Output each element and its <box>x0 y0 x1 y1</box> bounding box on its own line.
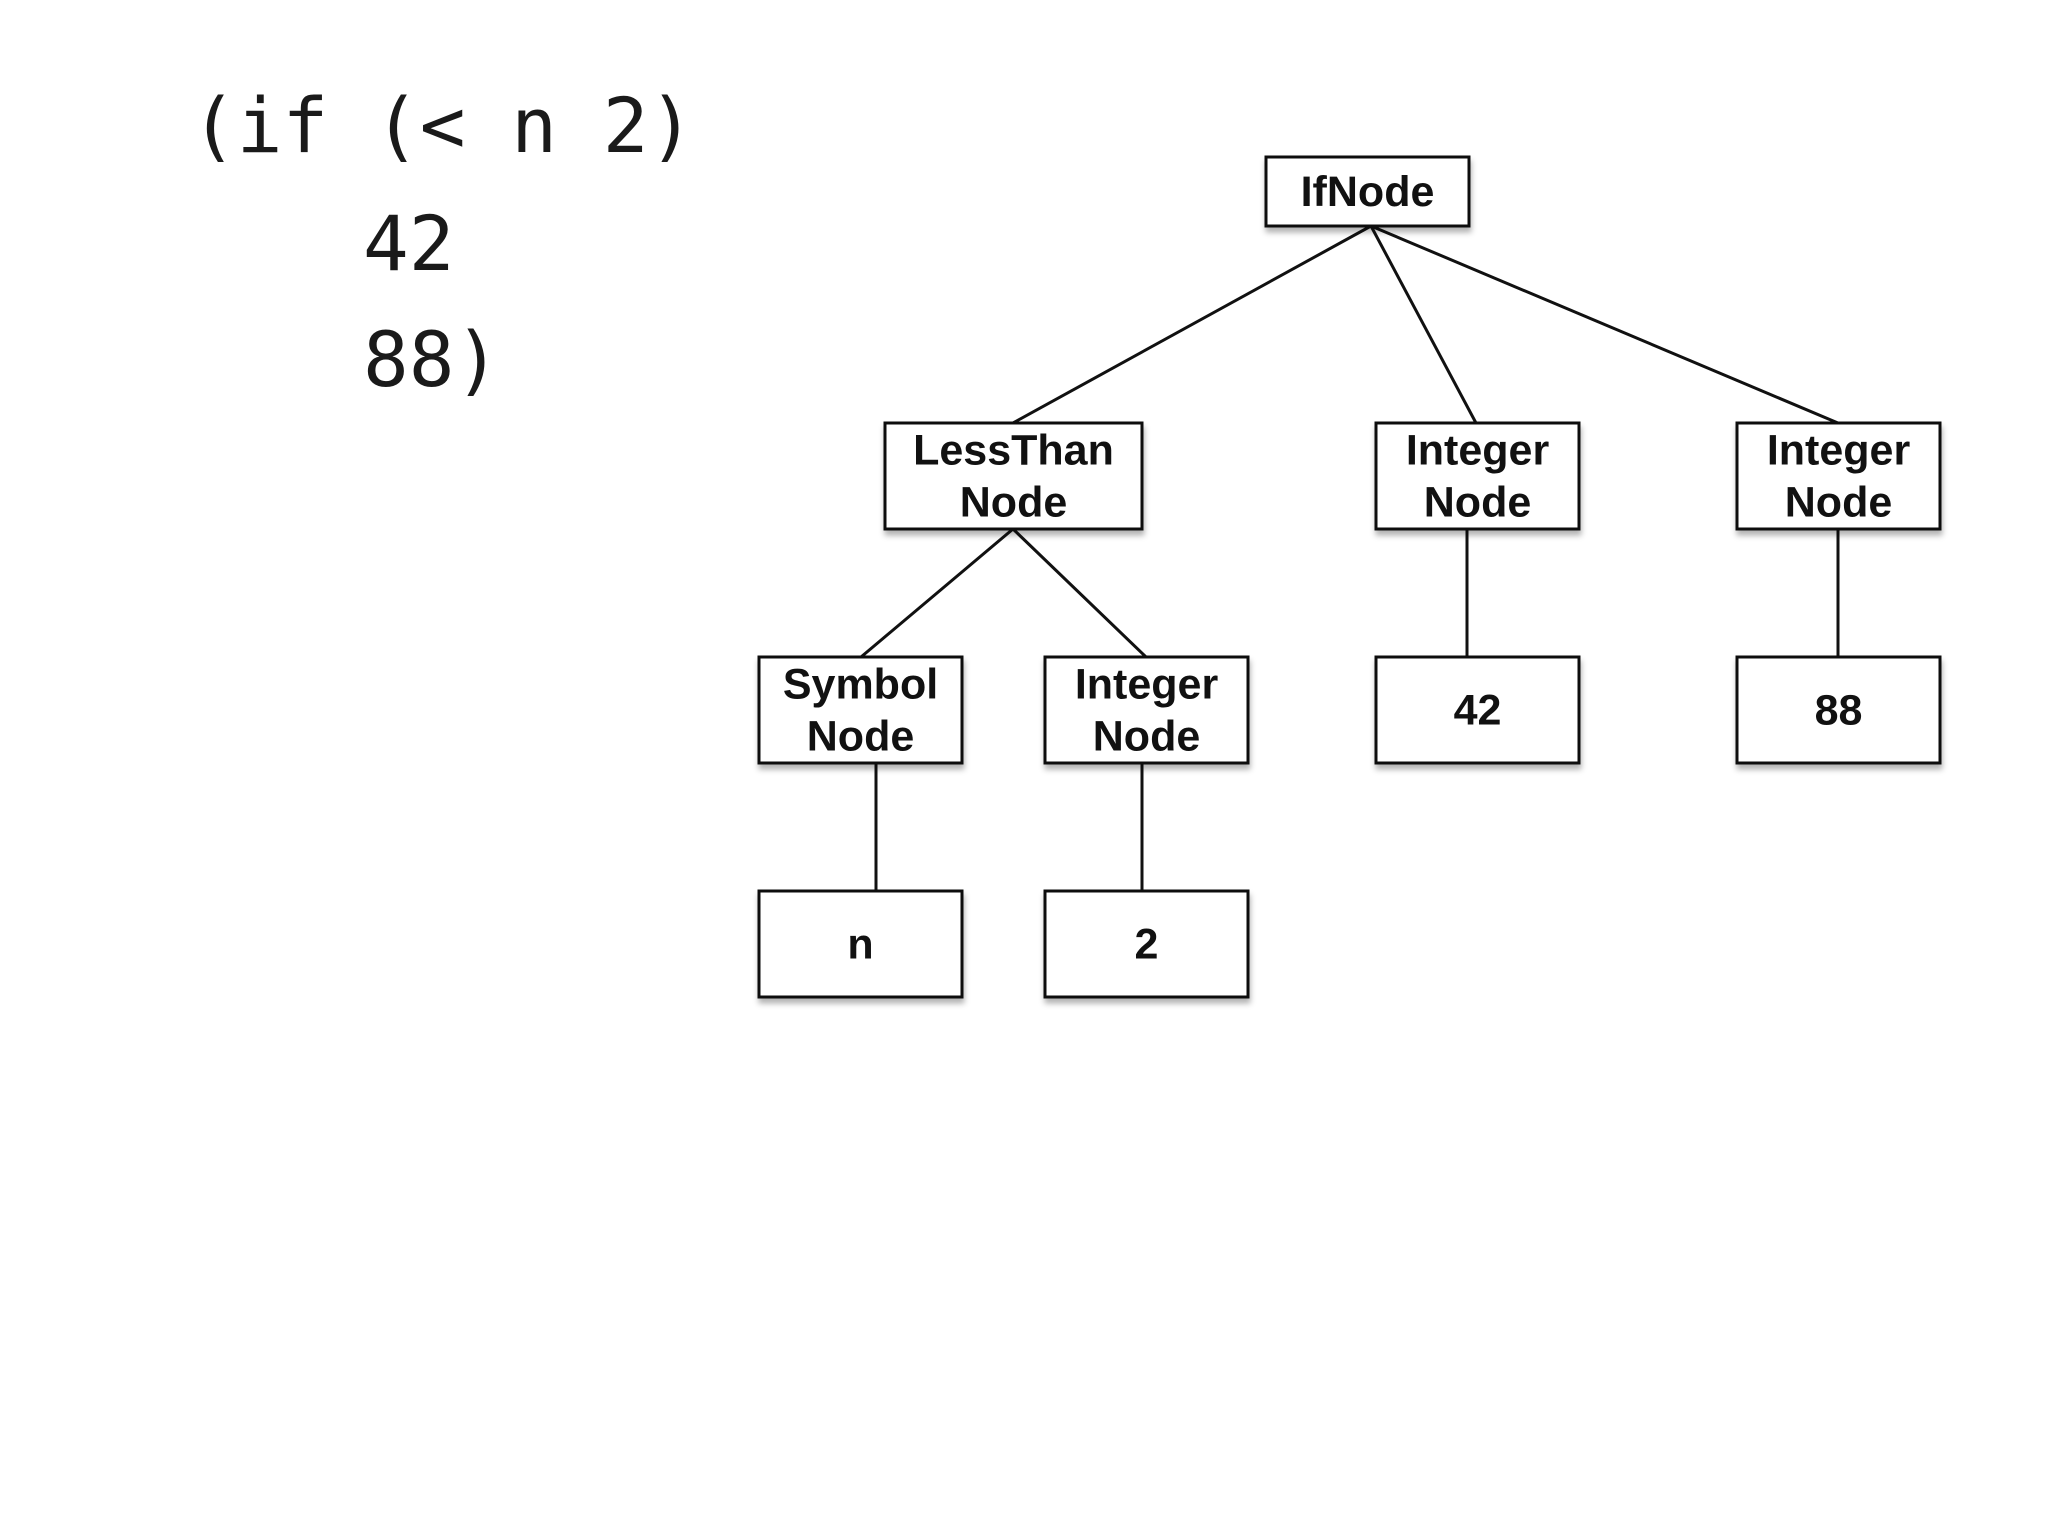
node-box <box>1043 889 1250 999</box>
node-label: 88 <box>1815 687 1863 735</box>
edge-lessthan_node-to-integer_node_2 <box>1011 527 1148 659</box>
node-label: n <box>847 921 873 969</box>
node-label: 2 <box>1135 921 1159 969</box>
node-value-88: 88 <box>1735 655 1942 765</box>
node-label: Integer <box>1767 427 1911 475</box>
node-box <box>1374 655 1581 765</box>
code-line-1: (if (< n 2) <box>191 81 695 170</box>
edge-if_node-to-integer_node_42 <box>1369 225 1478 424</box>
node-label: IfNode <box>1301 168 1435 216</box>
node-label: Integer <box>1406 427 1550 475</box>
node-value-2: 2 <box>1043 889 1250 999</box>
edge-if_node-to-integer_node_88 <box>1370 224 1839 425</box>
node-box <box>757 889 964 999</box>
code-line-3: 88) <box>363 315 501 404</box>
node-box <box>1374 421 1581 531</box>
node-box <box>883 421 1144 531</box>
node-if-node: IfNode <box>1264 155 1471 228</box>
node-label: Integer <box>1075 661 1219 709</box>
edge-lessthan_node-to-symbol_node <box>860 527 1014 659</box>
node-label: Node <box>960 479 1068 527</box>
code-line-2: 42 <box>363 199 455 288</box>
node-label: LessThan <box>913 427 1114 475</box>
node-box <box>1735 655 1942 765</box>
node-label: Node <box>1093 713 1201 761</box>
node-label: Node <box>1424 479 1532 527</box>
node-box <box>1264 155 1471 228</box>
node-label: Node <box>1785 479 1893 527</box>
node-label: Node <box>807 713 915 761</box>
node-box <box>1735 421 1942 531</box>
tree-edges <box>860 224 1840 891</box>
node-label: Symbol <box>783 661 938 709</box>
node-value-n: n <box>757 889 964 999</box>
node-box <box>1043 655 1250 765</box>
edge-if_node-to-lessthan_node <box>1012 224 1372 425</box>
node-box <box>757 655 964 765</box>
node-value-42: 42 <box>1374 655 1581 765</box>
node-label: 42 <box>1454 687 1502 735</box>
tree-nodes: IfNodeLessThanNodeIntegerNodeIntegerNode… <box>757 155 1942 999</box>
